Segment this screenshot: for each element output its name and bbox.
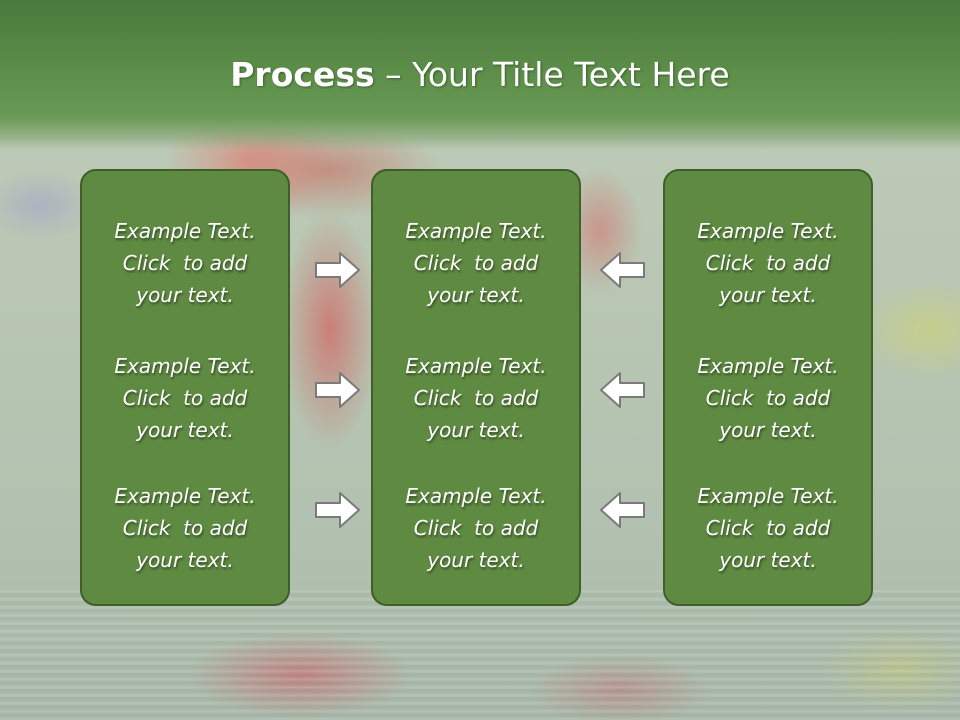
box-text[interactable]: Example Text. Click to add your text. — [405, 484, 547, 572]
process-box-left[interactable]: Example Text. Click to add your text. Ex… — [80, 169, 290, 606]
box-text[interactable]: Example Text. Click to add your text. — [114, 484, 256, 572]
box-text[interactable]: Example Text. Click to add your text. — [697, 354, 839, 442]
arrow-left-icon — [598, 370, 646, 410]
box-text[interactable]: Example Text. Click to add your text. — [405, 219, 547, 307]
arrow-right-icon — [314, 490, 362, 530]
process-box-center[interactable]: Example Text. Click to add your text. Ex… — [371, 169, 581, 606]
box-text[interactable]: Example Text. Click to add your text. — [697, 219, 839, 307]
title-separator: – — [374, 55, 413, 94]
box-text[interactable]: Example Text. Click to add your text. — [697, 484, 839, 572]
box-text[interactable]: Example Text. Click to add your text. — [405, 354, 547, 442]
arrow-left-icon — [598, 490, 646, 530]
arrow-left-icon — [598, 250, 646, 290]
box-text[interactable]: Example Text. Click to add your text. — [114, 354, 256, 442]
title-bold: Process — [230, 55, 375, 94]
title-text: Your Title Text Here — [412, 55, 730, 94]
process-box-right[interactable]: Example Text. Click to add your text. Ex… — [663, 169, 873, 606]
arrow-right-icon — [314, 250, 362, 290]
arrow-right-icon — [314, 370, 362, 410]
title-band — [0, 0, 960, 150]
slide-title[interactable]: Process – Your Title Text Here — [0, 55, 960, 95]
box-text[interactable]: Example Text. Click to add your text. — [114, 219, 256, 307]
water-ripples — [0, 590, 960, 720]
